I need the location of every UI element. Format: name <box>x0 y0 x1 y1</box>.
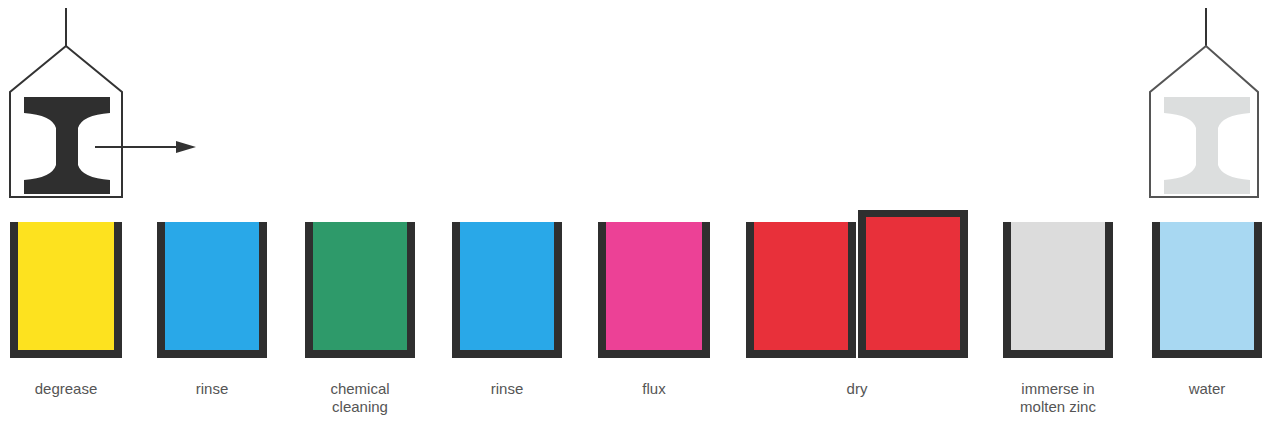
tank-bath <box>452 222 562 358</box>
step-label: rinse <box>452 380 562 398</box>
tank-bath <box>1003 222 1113 358</box>
tank-bath <box>10 222 122 358</box>
step-label: rinse <box>157 380 267 398</box>
process-tank: water <box>1152 210 1262 422</box>
tank-bath <box>746 222 856 358</box>
tank-bath <box>305 222 415 358</box>
process-tank: flux <box>598 210 710 422</box>
process-tank: rinse <box>452 210 562 422</box>
step-label: chemical cleaning <box>305 380 415 416</box>
tank-bath <box>157 222 267 358</box>
step-label: dry <box>801 380 913 398</box>
tank-bath <box>598 222 710 358</box>
process-tank: degrease <box>10 210 122 422</box>
hoist-left <box>10 8 196 197</box>
process-tank: immerse in molten zinc <box>1003 210 1113 422</box>
tank-bath <box>858 210 968 358</box>
step-label: degrease <box>10 380 122 398</box>
step-label: water <box>1152 380 1262 398</box>
step-label: immerse in molten zinc <box>1003 380 1113 416</box>
hoist-right <box>1150 8 1258 197</box>
process-tank: dry <box>746 210 968 422</box>
process-tank: chemical cleaning <box>305 210 415 422</box>
step-label: flux <box>598 380 710 398</box>
tank-bath <box>1152 222 1262 358</box>
process-tank: rinse <box>157 210 267 422</box>
